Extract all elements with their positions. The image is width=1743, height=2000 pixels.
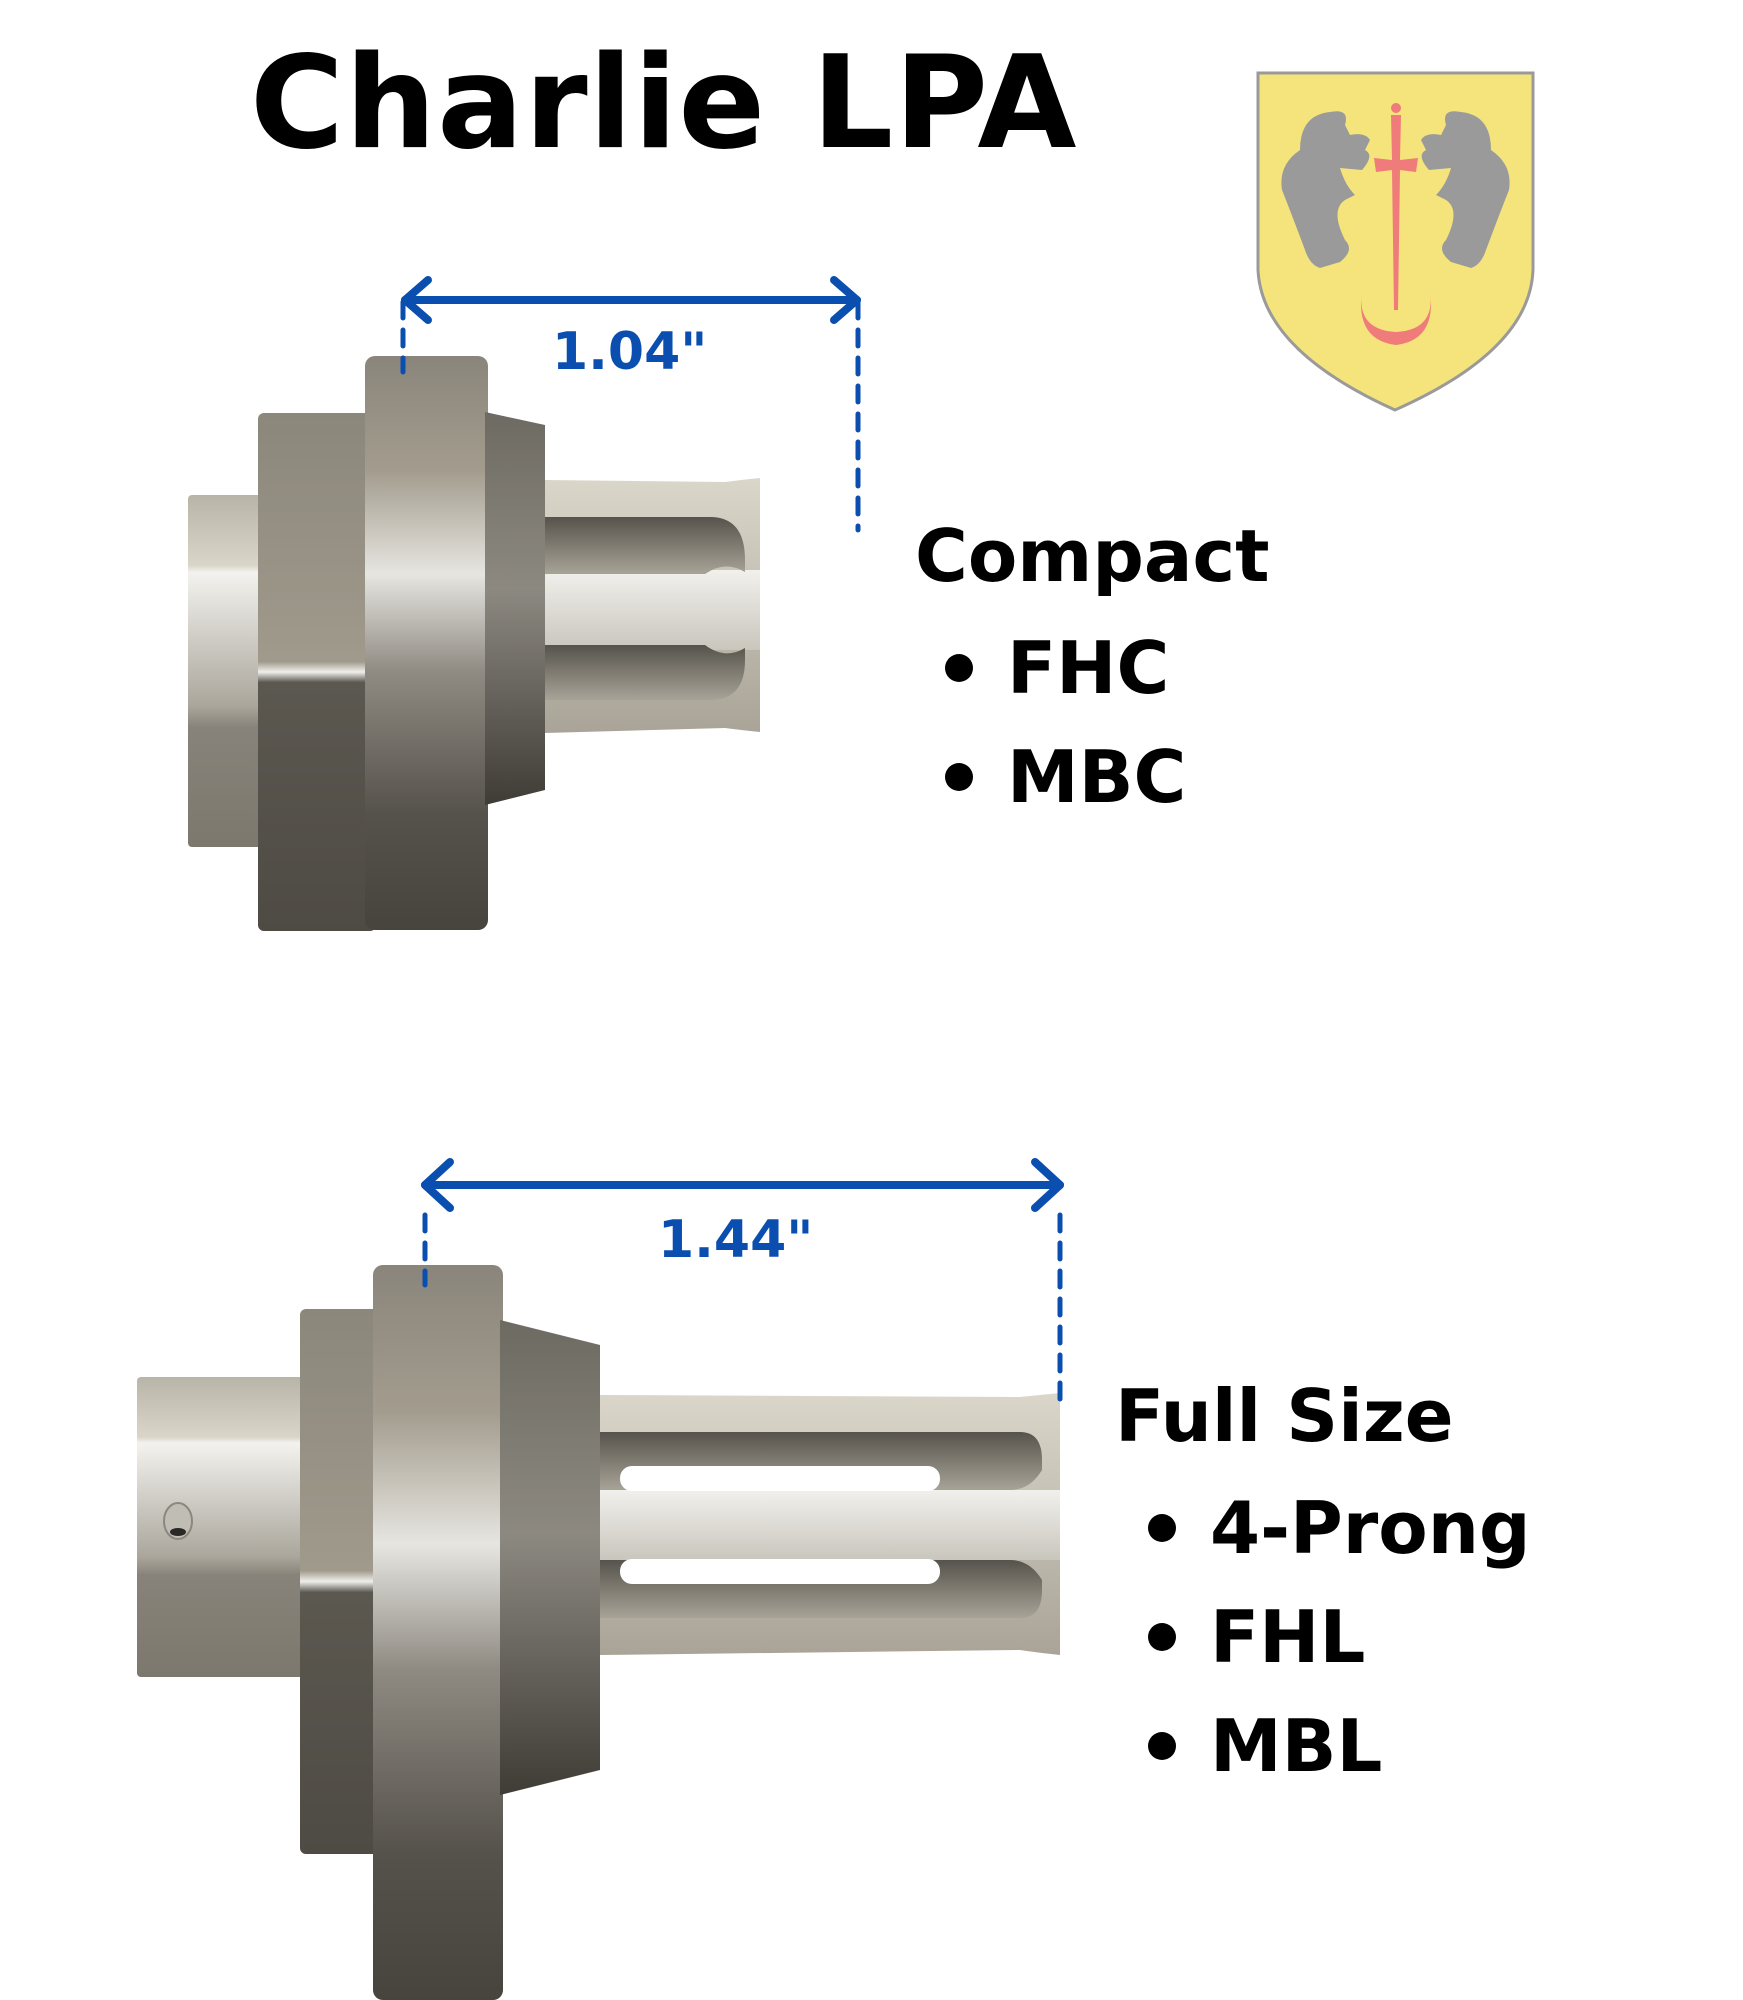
bullet-icon bbox=[945, 763, 973, 791]
compact-heading: Compact bbox=[915, 514, 1270, 598]
full-size-option-item: FHL bbox=[1148, 1601, 1365, 1673]
compact-option-item: MBC bbox=[945, 741, 1186, 813]
compact-dimension-label: 1.04" bbox=[552, 322, 708, 382]
full-size-dimension-line bbox=[421, 1158, 1064, 1408]
page-title: Charlie LPA bbox=[250, 29, 1078, 178]
crescent-icon bbox=[1360, 290, 1432, 345]
full-size-option-item: 4-Prong bbox=[1148, 1492, 1531, 1564]
coat-of-arms-icon bbox=[1256, 71, 1535, 412]
full-size-option-item: MBL bbox=[1148, 1710, 1382, 1782]
bullet-icon bbox=[1148, 1732, 1176, 1760]
bullet-icon bbox=[945, 654, 973, 682]
full-size-dimension-label: 1.44" bbox=[658, 1210, 814, 1270]
full-size-part-image bbox=[137, 1265, 1060, 2000]
bullet-icon bbox=[1148, 1623, 1176, 1651]
compact-dimension-line bbox=[400, 276, 861, 533]
bear-left-icon bbox=[1281, 111, 1370, 268]
full-size-option-label: FHL bbox=[1210, 1595, 1366, 1679]
full-size-option-label: MBL bbox=[1210, 1704, 1383, 1788]
bullet-icon bbox=[1148, 1514, 1176, 1542]
sword-icon bbox=[1374, 103, 1418, 310]
bear-right-icon bbox=[1421, 111, 1510, 268]
set-screw-hole bbox=[163, 1502, 193, 1540]
compact-option-item: FHC bbox=[945, 632, 1169, 704]
compact-option-label: FHC bbox=[1007, 626, 1170, 710]
full-size-heading: Full Size bbox=[1115, 1374, 1454, 1458]
compact-part-image bbox=[188, 356, 760, 931]
full-size-option-label: 4-Prong bbox=[1210, 1486, 1531, 1570]
compact-option-label: MBC bbox=[1007, 735, 1187, 819]
